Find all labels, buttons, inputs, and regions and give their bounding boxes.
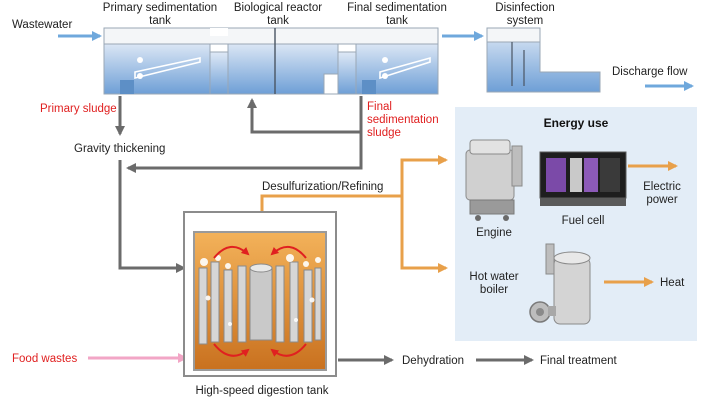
primary-tank-label-2: tank — [149, 15, 171, 27]
dehydration-label: Dehydration — [402, 355, 464, 367]
engine-illustration — [465, 139, 523, 221]
primary-tank-label-1: Primary sedimentation — [103, 2, 217, 14]
final-sludge-label-3: sludge — [367, 127, 401, 139]
return-sludge-arrow — [247, 96, 363, 134]
final-tank-label-1: Final sedimentation — [347, 2, 447, 14]
final-sludge-label-1: Final — [367, 101, 392, 113]
wastewater-label: Wastewater — [12, 19, 72, 31]
final-sludge-label-2: sedimentation — [367, 114, 439, 126]
energy-use-title: Energy use — [544, 116, 609, 130]
fuel-cell-illustration — [539, 151, 627, 206]
digestion-tank-illustration — [183, 211, 337, 377]
biogas-arrow — [260, 194, 402, 212]
fuel-cell-label: Fuel cell — [562, 215, 605, 227]
final-tank-label-2: tank — [386, 15, 408, 27]
electric-power-label-1: Electric — [643, 181, 681, 193]
disinfection-label-1: Disinfection — [495, 2, 554, 14]
primary-sludge-label: Primary sludge — [40, 103, 117, 115]
bio-reactor-label-2: tank — [267, 15, 289, 27]
gravity-thickening-label: Gravity thickening — [74, 143, 165, 155]
heat-label: Heat — [660, 277, 685, 289]
electric-power-label-2: power — [646, 194, 677, 206]
food-wastes-label: Food wastes — [12, 353, 77, 365]
boiler-illustration — [529, 243, 591, 325]
desulfurization-label: Desulfurization/Refining — [262, 181, 383, 193]
disinfection-label-2: system — [507, 15, 543, 27]
treatment-train — [103, 27, 601, 95]
to-boiler-arrow — [400, 196, 448, 273]
digestion-tank-label: High-speed digestion tank — [196, 385, 329, 397]
bio-reactor-label-1: Biological reactor — [234, 2, 322, 14]
discharge-flow-label: Discharge flow — [612, 66, 688, 78]
engine-label: Engine — [476, 227, 512, 239]
hot-water-boiler-label-1: Hot water — [469, 271, 518, 283]
final-sludge-to-thickening-arrow — [126, 132, 363, 173]
final-treatment-label: Final treatment — [540, 355, 618, 367]
hot-water-boiler-label-2: boiler — [480, 284, 508, 296]
thickening-to-digestion-arrow — [118, 160, 186, 273]
to-engine-fuelcell-arrow — [400, 155, 448, 196]
